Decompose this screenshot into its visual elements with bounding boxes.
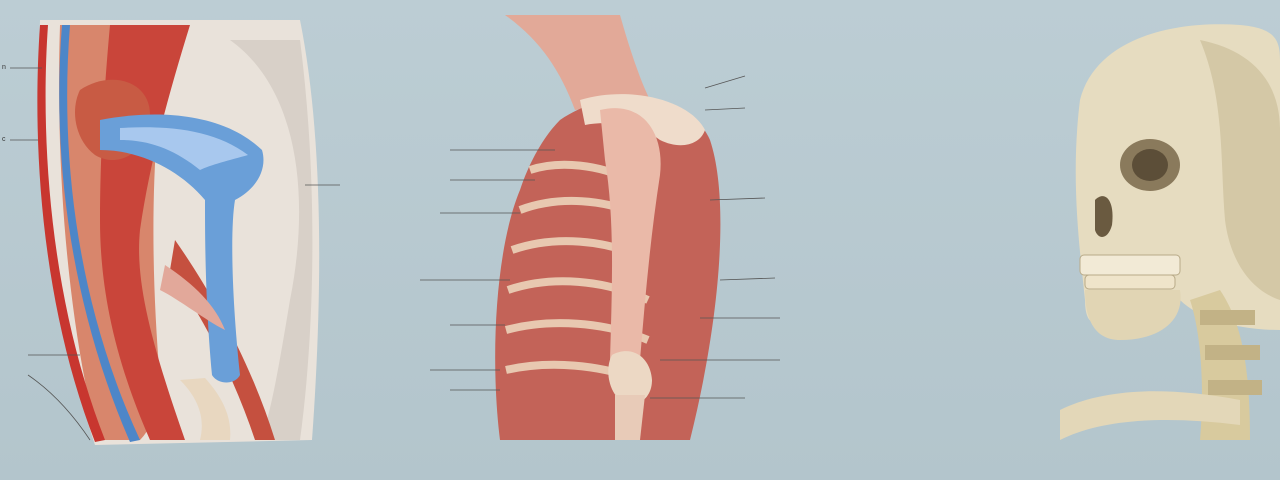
leg-vein-highlight — [120, 127, 248, 170]
leg-vein-left — [59, 25, 140, 442]
leg-tendon — [160, 265, 225, 330]
forearm — [615, 395, 645, 440]
leader-line — [27, 374, 91, 441]
jaw — [1085, 290, 1181, 340]
label-left-top: n — [2, 64, 6, 71]
elbow — [608, 351, 652, 404]
upper-teeth — [1079, 254, 1181, 276]
lower-teeth — [1084, 274, 1176, 290]
label-left-mid: c — [2, 136, 6, 143]
leader-line — [709, 197, 766, 201]
leader-line — [719, 277, 776, 281]
eye-socket-inner — [1132, 149, 1168, 181]
arm-bone — [600, 108, 661, 376]
leg-bone-lower — [180, 378, 231, 440]
skull-illustration — [1060, 24, 1280, 440]
leg-shadow — [230, 40, 313, 440]
vertebra-2 — [1205, 345, 1260, 360]
leg-vein-blue — [100, 114, 264, 383]
neck — [505, 15, 650, 110]
skull-shadow — [1200, 40, 1280, 300]
clavicle — [1060, 391, 1240, 440]
leg-artery — [37, 25, 105, 442]
leader-lines — [10, 67, 780, 441]
torso-body — [495, 96, 721, 441]
vertebra-1 — [1200, 310, 1255, 325]
nasal-cavity — [1095, 196, 1113, 237]
leader-line — [704, 75, 746, 89]
leader-line — [704, 107, 746, 111]
vertebra-3 — [1208, 380, 1262, 395]
leg-illustration — [37, 20, 320, 445]
torso-illustration — [495, 15, 721, 441]
